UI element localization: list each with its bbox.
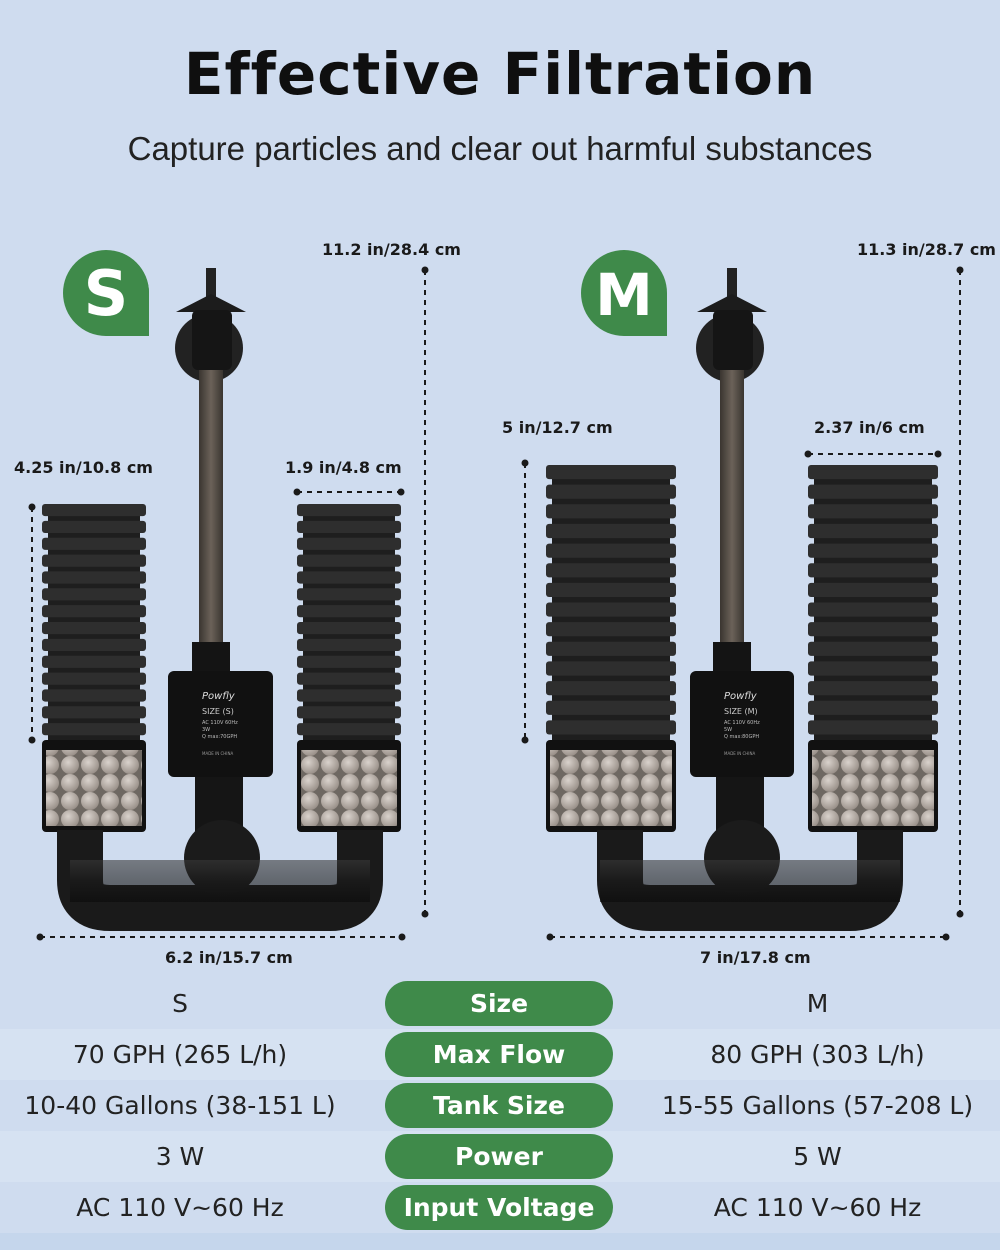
svg-text:SIZE (M): SIZE (M) xyxy=(724,707,758,716)
badge-s: S xyxy=(63,250,149,336)
m-height-label: 11.3 in/28.7 cm xyxy=(857,240,996,259)
s-height-label: 11.2 in/28.4 cm xyxy=(322,240,461,259)
spec-row: 70 GPH (265 L/h) Max Flow 80 GPH (303 L/… xyxy=(0,1029,1000,1080)
svg-text:SIZE (S): SIZE (S) xyxy=(202,707,234,716)
spec-label-pill: Power xyxy=(385,1134,613,1179)
spec-m-value: 5 W xyxy=(793,1142,842,1171)
m-sponge-right-label: 2.37 in/6 cm xyxy=(814,418,925,437)
spec-s-value: 10-40 Gallons (38-151 L) xyxy=(24,1091,336,1120)
filters-svg: S M Powfly SIZE (S) AC 110V 60Hz 3W Q ma… xyxy=(28,250,964,941)
svg-text:AC 110V 60Hz: AC 110V 60Hz xyxy=(724,720,760,726)
spec-row: 10-40 Gallons (38-151 L) Tank Size 15-55… xyxy=(0,1080,1000,1131)
svg-text:Powfly: Powfly xyxy=(202,691,236,702)
spec-s-value: S xyxy=(172,989,188,1018)
spec-label-pill: Max Flow xyxy=(385,1032,613,1077)
sponge-filter xyxy=(297,504,401,832)
spec-row: 3 W Power 5 W xyxy=(0,1131,1000,1182)
spec-label-pill: Tank Size xyxy=(385,1083,613,1128)
svg-text:3W: 3W xyxy=(202,727,210,733)
spec-s-value: 70 GPH (265 L/h) xyxy=(72,1040,288,1069)
spec-m-value: M xyxy=(806,989,829,1018)
product-illustration: S M Powfly SIZE (S) AC 110V 60Hz 3W Q ma… xyxy=(14,240,996,967)
svg-text:MADE IN CHINA: MADE IN CHINA xyxy=(202,751,233,756)
spec-m-value: AC 110 V~60 Hz xyxy=(713,1193,922,1222)
page-subtitle: Capture particles and clear out harmful … xyxy=(127,130,873,167)
spec-label-pill: Size xyxy=(385,981,613,1026)
spec-m-value: 15-55 Gallons (57-208 L) xyxy=(661,1091,974,1120)
filter-m: Powfly SIZE (M) AC 110V 60Hz 5W Q max:80… xyxy=(546,268,938,931)
spec-row: AC 110 V~60 Hz Input Voltage AC 110 V~60… xyxy=(0,1182,1000,1233)
filter-s: Powfly SIZE (S) AC 110V 60Hz 3W Q max:70… xyxy=(42,268,401,931)
badge-s-letter: S xyxy=(84,257,129,330)
m-width-label: 7 in/17.8 cm xyxy=(700,948,811,967)
s-width-label: 6.2 in/15.7 cm xyxy=(165,948,293,967)
sponge-filter xyxy=(42,504,146,832)
spec-table: S Size M 70 GPH (265 L/h) Max Flow 80 GP… xyxy=(0,978,1000,1250)
svg-text:MADE IN CHINA: MADE IN CHINA xyxy=(724,751,755,756)
svg-text:Q max:80GPH: Q max:80GPH xyxy=(724,734,759,740)
spec-s-value: AC 110 V~60 Hz xyxy=(76,1193,284,1222)
spec-s-value: 3 W xyxy=(155,1142,205,1171)
svg-text:AC 110V 60Hz: AC 110V 60Hz xyxy=(202,720,238,726)
dimension-lines xyxy=(31,270,961,938)
m-sponge-left-label: 5 in/12.7 cm xyxy=(502,418,613,437)
page-title: Effective Filtration xyxy=(183,40,817,108)
spec-label-pill: Input Voltage xyxy=(385,1185,613,1230)
svg-text:Q max:70GPH: Q max:70GPH xyxy=(202,734,237,740)
s-sponge-left-label: 4.25 in/10.8 cm xyxy=(14,458,153,477)
spec-row: S Size M xyxy=(0,978,1000,1029)
s-sponge-right-label: 1.9 in/4.8 cm xyxy=(285,458,402,477)
spec-m-value: 80 GPH (303 L/h) xyxy=(710,1040,925,1069)
sponge-filter xyxy=(808,465,938,832)
svg-text:5W: 5W xyxy=(724,727,732,733)
sponge-filter xyxy=(546,465,676,832)
badge-m-letter: M xyxy=(595,261,653,329)
svg-text:Powfly: Powfly xyxy=(724,691,758,702)
badge-m: M xyxy=(581,250,667,336)
